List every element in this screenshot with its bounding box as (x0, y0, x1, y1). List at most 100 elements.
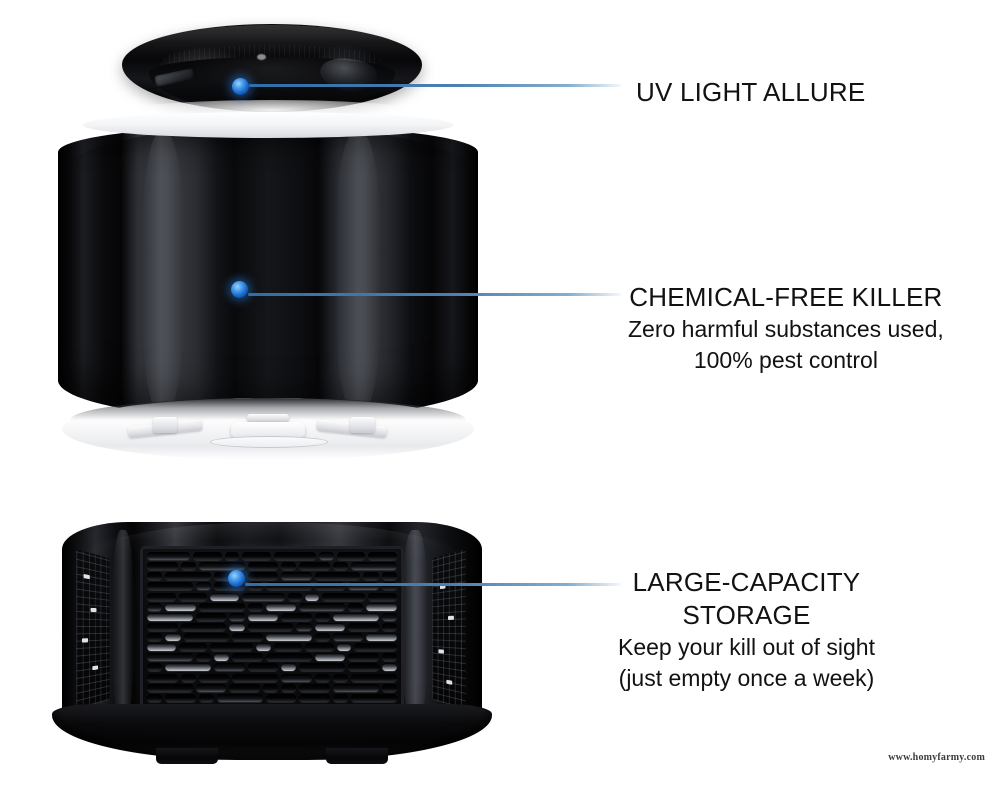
grille-slot (266, 633, 312, 641)
grille-slot (315, 572, 361, 580)
grille-slot (165, 603, 196, 611)
grille-slot (229, 613, 244, 621)
grille-slot (147, 633, 162, 641)
grille-slot (232, 653, 263, 661)
grille-slot (229, 623, 244, 631)
grille-slot (196, 613, 227, 621)
callout-text-block: LARGE-CAPACITY STORAGE Keep your kill ou… (618, 566, 875, 694)
grille-slot (147, 613, 193, 621)
grille-slot (165, 633, 180, 641)
cap-specular-dot (257, 54, 266, 60)
grille-row (147, 643, 397, 651)
grille-slot (281, 684, 296, 692)
grille-slot (382, 572, 397, 580)
callout-title: CHEMICAL-FREE KILLER (628, 281, 944, 314)
grille-row (147, 572, 397, 580)
grille-slot (299, 663, 345, 671)
grille-slot (263, 684, 278, 692)
grille-slot (333, 684, 379, 692)
grille-slot (348, 663, 379, 671)
grille-slot (147, 643, 176, 651)
base-mesh-left (76, 549, 109, 709)
grille-row (147, 653, 397, 661)
grille-slot (214, 663, 245, 671)
grille-slot (184, 633, 230, 641)
grille-slot (147, 684, 193, 692)
grille-slot (196, 684, 227, 692)
callout-marker-dot[interactable] (228, 570, 245, 587)
callout-subtitle: Keep your kill out of sight (618, 632, 875, 663)
grille-slot (333, 613, 379, 621)
grille-slot (348, 623, 379, 631)
fan-disc (62, 398, 474, 460)
grille-slot (296, 623, 311, 631)
grille-slot (348, 653, 379, 661)
body-white-lip (83, 112, 453, 138)
callout-title: STORAGE (618, 599, 875, 632)
grille-slot (199, 694, 214, 702)
grille-slot (351, 562, 397, 570)
callout-subtitle: Zero harmful substances used, (628, 314, 944, 345)
callout-text-block: CHEMICAL-FREE KILLER Zero harmful substa… (628, 281, 944, 376)
grille-slot (315, 613, 330, 621)
grille-row (147, 663, 397, 671)
grille-slot (319, 552, 333, 560)
callout-subtitle: (just empty once a week) (618, 663, 875, 694)
grille-slot (288, 593, 302, 601)
site-watermark: www.homyfarmy.com (888, 752, 985, 763)
grille-slot (179, 643, 208, 651)
grille-slot (242, 593, 285, 601)
callout-leader-line (245, 583, 621, 586)
base-foot (326, 748, 388, 764)
grille-slot (147, 593, 176, 601)
grille-row (147, 623, 397, 631)
grille-slot (382, 684, 397, 692)
grille-slot (337, 643, 351, 651)
fan-ring (210, 436, 327, 448)
grille-slot (147, 674, 178, 682)
grille-slot (210, 643, 253, 651)
grille-slot (266, 694, 297, 702)
grille-slot (147, 663, 162, 671)
grille-slot (181, 623, 227, 631)
grille-slot (248, 663, 279, 671)
grille-slot (165, 663, 211, 671)
callout-marker-dot[interactable] (231, 281, 248, 298)
grille-slot (274, 643, 303, 651)
grille-slot (305, 593, 319, 601)
callout-text-block: UV LIGHT ALLURE (636, 76, 865, 109)
grille-slot (366, 603, 397, 611)
grille-slot (225, 552, 239, 560)
product-photo (0, 0, 560, 801)
grille-row (147, 552, 397, 560)
grille-slot (181, 674, 196, 682)
callout-marker-dot[interactable] (232, 78, 249, 95)
grille-slot (351, 674, 397, 682)
grille-slot (147, 582, 193, 590)
product-part-fan-base (62, 398, 474, 496)
grille-row (147, 694, 397, 702)
grille-slot (196, 582, 211, 590)
grille-slot (333, 674, 348, 682)
grille-slot (147, 562, 178, 570)
body-cylinder (58, 126, 478, 418)
grille-slot (299, 694, 330, 702)
grille-slot (299, 603, 345, 611)
grille-slot (179, 593, 208, 601)
grille-slot (217, 694, 263, 702)
grille-slot (333, 694, 348, 702)
grille-slot (299, 684, 330, 692)
grille-slot (147, 552, 190, 560)
grille-row (147, 593, 397, 601)
grille-slot (315, 633, 330, 641)
grille-slot (147, 572, 162, 580)
grille-slot (281, 562, 296, 570)
grille-slot (242, 552, 271, 560)
grille-slot (333, 633, 364, 641)
grille-slot (281, 572, 312, 580)
grille-slot (181, 562, 196, 570)
grille-slot (368, 552, 397, 560)
grille-slot (315, 623, 346, 631)
callout-leader-line (249, 84, 621, 87)
